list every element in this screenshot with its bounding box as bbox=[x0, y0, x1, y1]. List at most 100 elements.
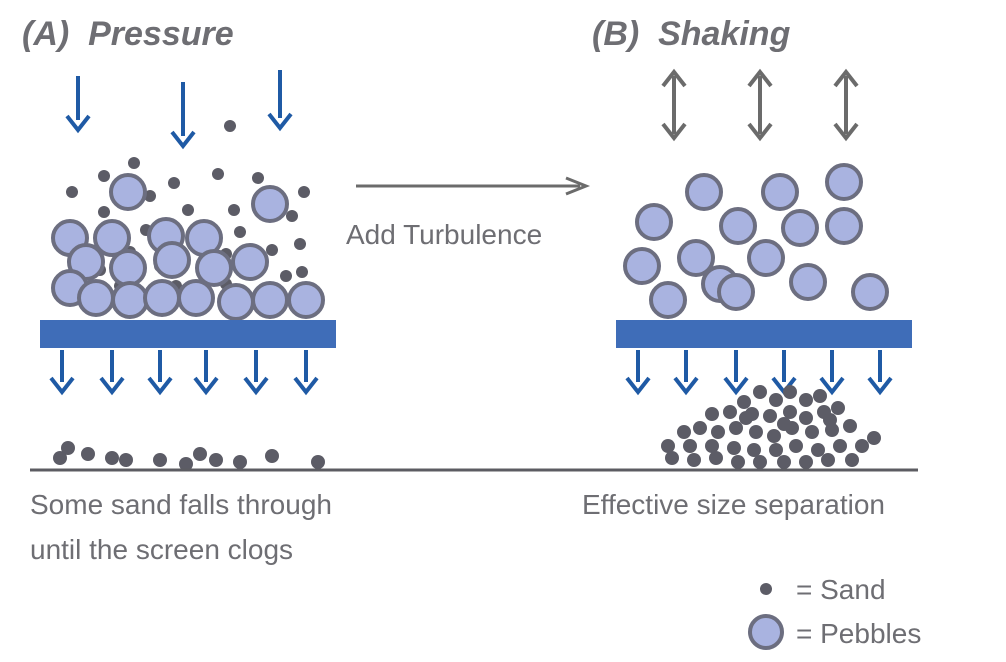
pebble bbox=[851, 273, 889, 311]
sand-grain bbox=[224, 120, 236, 132]
pebble bbox=[251, 281, 289, 319]
pebble bbox=[109, 173, 147, 211]
down-arrow-icon bbox=[867, 350, 893, 396]
sand-grain bbox=[783, 405, 797, 419]
sand-grain bbox=[833, 439, 847, 453]
sand-grain bbox=[61, 441, 75, 455]
pebble bbox=[677, 239, 715, 277]
sand-grain bbox=[777, 455, 791, 469]
down-arrow-icon bbox=[819, 350, 845, 396]
sand-grain bbox=[81, 447, 95, 461]
pebble bbox=[177, 279, 215, 317]
double-headed-arrow-icon bbox=[747, 68, 773, 142]
panel-a-title: (A) Pressure bbox=[22, 15, 234, 53]
panel-a-screen bbox=[40, 320, 336, 348]
sand-grain bbox=[811, 443, 825, 457]
down-arrow-icon bbox=[723, 350, 749, 396]
sand-grain bbox=[747, 443, 761, 457]
sand-grain bbox=[280, 270, 292, 282]
legend: = Sand = Pebbles bbox=[748, 574, 921, 650]
sand-grain bbox=[687, 453, 701, 467]
pebble bbox=[287, 281, 325, 319]
sand-grain bbox=[753, 455, 767, 469]
pebble-legend-icon bbox=[748, 614, 784, 650]
sand-grain bbox=[845, 453, 859, 467]
pebble bbox=[719, 207, 757, 245]
sand-grain bbox=[296, 266, 308, 278]
pebble bbox=[153, 241, 191, 279]
shaking-arrows bbox=[661, 68, 859, 142]
sand-grain bbox=[769, 393, 783, 407]
panel-b-flow-arrows bbox=[625, 350, 893, 396]
panel-b-screen bbox=[616, 320, 912, 348]
pebble bbox=[781, 209, 819, 247]
sand-grain bbox=[843, 419, 857, 433]
down-arrow-icon bbox=[49, 350, 75, 396]
down-arrow-icon bbox=[99, 350, 125, 396]
pebble bbox=[825, 207, 863, 245]
double-headed-arrow-icon bbox=[661, 68, 687, 142]
sand-grain bbox=[233, 455, 247, 469]
panel-b-caption: Effective size separation bbox=[582, 489, 885, 520]
sand-grain bbox=[144, 190, 156, 202]
pebble bbox=[635, 203, 673, 241]
down-arrow-icon bbox=[170, 82, 196, 150]
sand-grain bbox=[294, 238, 306, 250]
sand-grain bbox=[168, 177, 180, 189]
pebble bbox=[231, 243, 269, 281]
sand-grain bbox=[153, 453, 167, 467]
sand-grain bbox=[182, 204, 194, 216]
sand-grain bbox=[767, 429, 781, 443]
pebble bbox=[747, 239, 785, 277]
sand-grain bbox=[105, 451, 119, 465]
pebble bbox=[623, 247, 661, 285]
panel-a-fallen-sand bbox=[53, 441, 325, 471]
double-headed-arrow-icon bbox=[833, 68, 859, 142]
sand-grain bbox=[777, 417, 791, 431]
sand-grain bbox=[731, 455, 745, 469]
sand-grain bbox=[209, 453, 223, 467]
sand-grain bbox=[855, 439, 869, 453]
sand-legend-label: = Sand bbox=[796, 574, 886, 605]
sand-grain bbox=[53, 451, 67, 465]
sand-grain bbox=[831, 401, 845, 415]
sand-grain bbox=[252, 172, 264, 184]
sand-grain bbox=[727, 441, 741, 455]
sand-grain bbox=[823, 413, 837, 427]
panel-a-caption-line2: until the screen clogs bbox=[30, 534, 293, 565]
sand-grain bbox=[799, 411, 813, 425]
sand-grain bbox=[298, 186, 310, 198]
sand-grain bbox=[821, 453, 835, 467]
sand-grain bbox=[665, 451, 679, 465]
sand-grain bbox=[66, 186, 78, 198]
pebble bbox=[143, 279, 181, 317]
pebble bbox=[111, 281, 149, 319]
down-arrow-icon bbox=[243, 350, 269, 396]
sand-grain bbox=[705, 439, 719, 453]
pebble bbox=[251, 185, 289, 223]
sand-grain bbox=[212, 168, 224, 180]
panel-a-caption-line1: Some sand falls through bbox=[30, 489, 332, 520]
pebble bbox=[77, 279, 115, 317]
sand-grain bbox=[729, 421, 743, 435]
sand-grain bbox=[266, 244, 278, 256]
sand-grain bbox=[128, 157, 140, 169]
sand-grain bbox=[805, 425, 819, 439]
sand-grain bbox=[763, 409, 777, 423]
sand-grain bbox=[228, 204, 240, 216]
sand-grain bbox=[723, 405, 737, 419]
down-arrow-icon bbox=[193, 350, 219, 396]
sand-grain bbox=[753, 385, 767, 399]
pebble bbox=[109, 249, 147, 287]
transition-label: Add Turbulence bbox=[346, 219, 542, 250]
pebble bbox=[717, 273, 755, 311]
pebble bbox=[789, 263, 827, 301]
down-arrow-icon bbox=[65, 76, 91, 134]
pebble bbox=[93, 219, 131, 257]
sand-grain bbox=[119, 453, 133, 467]
pebble bbox=[195, 249, 233, 287]
pressure-arrows bbox=[65, 70, 293, 150]
sand-grain bbox=[737, 395, 751, 409]
pebble bbox=[685, 173, 723, 211]
